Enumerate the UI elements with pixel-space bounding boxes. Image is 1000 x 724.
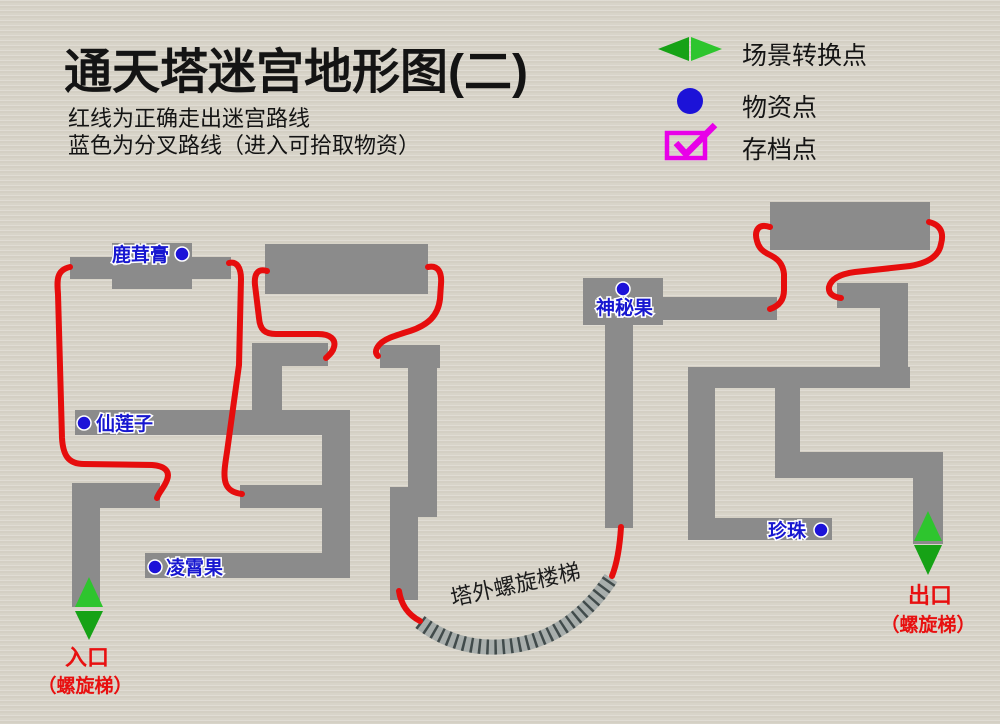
- route-line: [825, 219, 946, 301]
- subtitle-blue-route: 蓝色为分叉路线（进入可拾取物资）: [68, 133, 421, 158]
- scene-transition-icon: [658, 37, 722, 61]
- corridor-block: [688, 367, 715, 540]
- corridor-block: [688, 518, 832, 540]
- corridor-block: [252, 343, 282, 435]
- route-line: [372, 263, 445, 359]
- scene-transition-icon-right: [691, 37, 722, 61]
- corridor-block: [770, 202, 930, 250]
- item-label: 珍珠: [768, 519, 807, 542]
- route-line: [753, 223, 787, 312]
- supply-point-dot: [677, 88, 703, 114]
- save-point-icon: [664, 122, 718, 161]
- corridor-block: [663, 297, 777, 320]
- item-dot: [615, 281, 631, 297]
- corridor-block: [145, 553, 350, 578]
- corridor-block: [688, 367, 910, 388]
- route-line: [54, 264, 171, 501]
- item-label: 神秘果: [596, 296, 653, 319]
- transition-spindle-top: [75, 577, 103, 607]
- supply-point-icon: [677, 88, 703, 114]
- route-line: [251, 267, 338, 361]
- corridor-block: [605, 320, 633, 528]
- legend-supply-point-label: 物资点: [742, 94, 818, 122]
- legend-scene-transition-label: 场景转换点: [742, 42, 868, 70]
- item-dot: [813, 522, 829, 538]
- map-text: （螺旋梯）: [880, 613, 975, 636]
- corridor-block: [240, 485, 322, 508]
- item-dot: [174, 246, 190, 262]
- transition-spindle-bottom: [75, 611, 103, 640]
- legend-save-point-label: 存档点: [742, 136, 818, 164]
- route-line: [396, 588, 423, 624]
- corridor-block: [880, 303, 908, 371]
- transition-spindle-bottom: [914, 545, 942, 575]
- subtitle-red-route: 红线为正确走出迷宫路线: [68, 106, 311, 131]
- spiral-stairs-label: 塔外螺旋楼梯: [448, 559, 582, 611]
- transition-spindle-top: [914, 511, 942, 541]
- map-text: （螺旋梯）: [37, 674, 132, 697]
- item-label: 鹿茸膏: [112, 243, 169, 266]
- item-label: 仙莲子: [96, 412, 153, 435]
- corridor-block: [390, 487, 418, 600]
- route-line: [609, 524, 624, 579]
- corridor-block: [265, 244, 428, 294]
- save-point-check: [673, 122, 718, 159]
- scene-transition-icon-left: [658, 37, 689, 61]
- route-line: [221, 259, 245, 497]
- map-text: 入口: [65, 645, 109, 670]
- item-dot: [147, 559, 163, 575]
- item-label: 凌霄果: [166, 556, 223, 579]
- item-dot: [76, 415, 92, 431]
- page-title: 通天塔迷宫地形图(二): [64, 46, 528, 99]
- spiral-stairs-steps: [415, 573, 618, 655]
- corridor-block: [322, 410, 350, 577]
- map-text: 出口: [908, 583, 952, 608]
- corridor-block: [75, 410, 350, 435]
